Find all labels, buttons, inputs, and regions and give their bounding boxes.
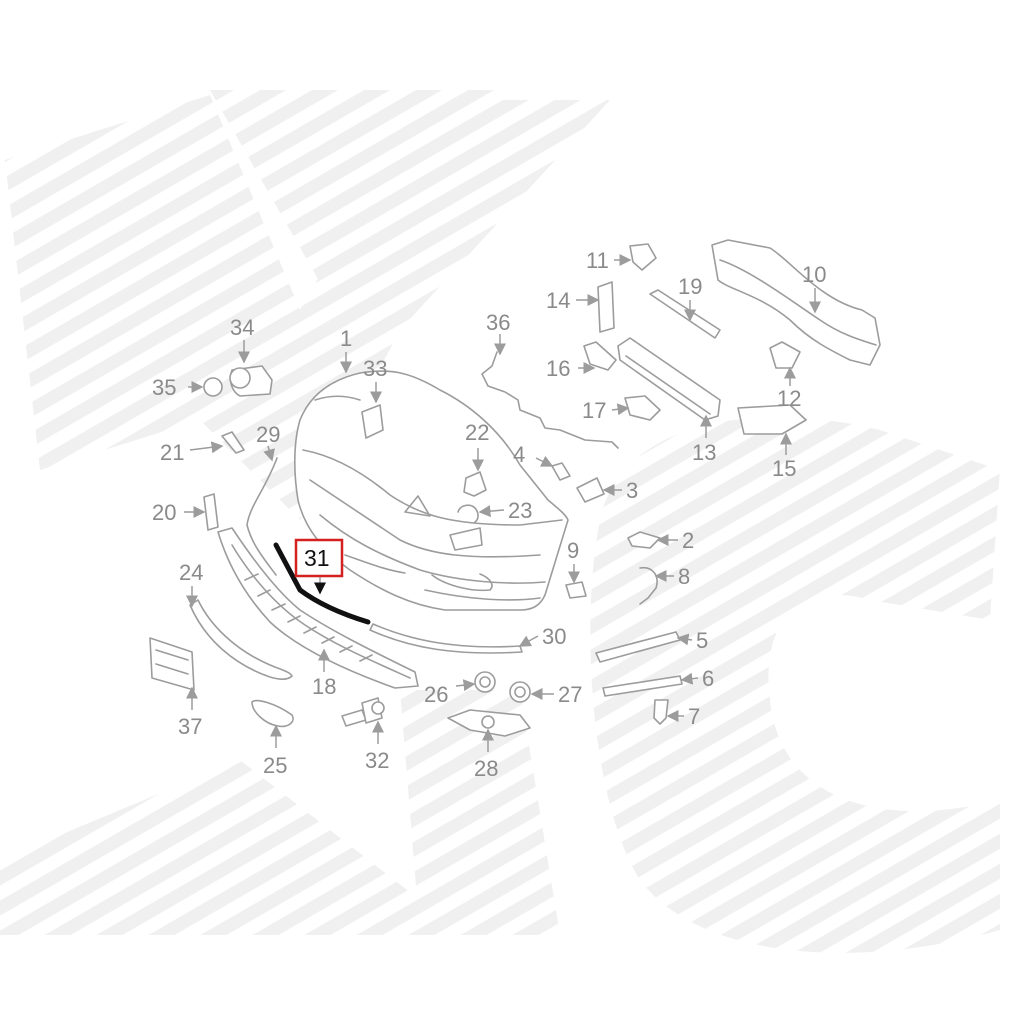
fastener-4 bbox=[551, 462, 571, 481]
callout-4: 4 bbox=[513, 442, 525, 467]
callout-34: 34 bbox=[230, 315, 254, 340]
callout-19: 19 bbox=[678, 274, 702, 299]
callout-10: 10 bbox=[802, 262, 826, 287]
callouts: 1 2 3 4 5 6 7 8 9 10 11 12 13 14 15 16 1… bbox=[152, 248, 826, 781]
clip-23 bbox=[457, 504, 479, 523]
license-bracket bbox=[149, 637, 195, 691]
parts bbox=[149, 239, 881, 737]
reflector-20 bbox=[203, 493, 219, 531]
callout-3: 3 bbox=[626, 478, 638, 503]
watermark bbox=[0, 90, 1000, 953]
bracket-3 bbox=[576, 477, 605, 503]
callout-1: 1 bbox=[340, 326, 352, 351]
bracket-11 bbox=[629, 243, 657, 271]
callout-20: 20 bbox=[152, 500, 176, 525]
callout-7: 7 bbox=[688, 704, 700, 729]
callout-24: 24 bbox=[179, 560, 203, 585]
watermark-shape bbox=[400, 690, 560, 935]
bracket-14 bbox=[597, 281, 615, 333]
fog-housing-28 bbox=[447, 709, 531, 737]
callout-37: 37 bbox=[178, 714, 202, 739]
callout-13: 13 bbox=[692, 440, 716, 465]
callout-2: 2 bbox=[682, 528, 694, 553]
clip-9 bbox=[565, 581, 587, 599]
bracket-17 bbox=[624, 395, 661, 421]
watermark-shape bbox=[0, 760, 420, 935]
callout-9: 9 bbox=[567, 538, 579, 563]
callout-31: 31 bbox=[304, 545, 330, 571]
fog-lamp-26 bbox=[474, 671, 496, 693]
bolt-7 bbox=[653, 699, 669, 725]
callout-15: 15 bbox=[772, 456, 796, 481]
callout-16: 16 bbox=[546, 356, 570, 381]
wiring-harness bbox=[481, 351, 619, 449]
callout-23: 23 bbox=[508, 498, 532, 523]
lower-grille bbox=[217, 527, 419, 689]
highlighted-part bbox=[273, 542, 371, 625]
fastener-2 bbox=[627, 531, 661, 549]
watermark-shape bbox=[5, 95, 610, 520]
fog-cover bbox=[251, 699, 294, 728]
bumper-cover bbox=[294, 370, 569, 611]
callout-27: 27 bbox=[558, 682, 582, 707]
leaders bbox=[184, 254, 821, 752]
callout-12: 12 bbox=[777, 386, 801, 411]
bolt bbox=[341, 697, 385, 727]
callout-11: 11 bbox=[586, 248, 609, 273]
bracket-16 bbox=[583, 341, 617, 371]
callout-35: 35 bbox=[152, 375, 176, 400]
callout-36: 36 bbox=[486, 310, 510, 335]
callout-14: 14 bbox=[546, 288, 570, 313]
lower-trim-strip bbox=[369, 623, 523, 654]
bracket-12 bbox=[769, 341, 801, 369]
callout-5: 5 bbox=[696, 628, 708, 653]
bracket-15 bbox=[737, 404, 807, 435]
callout-21: 21 bbox=[160, 440, 184, 465]
bracket-33 bbox=[361, 404, 384, 439]
callout-18: 18 bbox=[312, 674, 336, 699]
callout-33: 33 bbox=[363, 356, 387, 381]
callout-6: 6 bbox=[702, 666, 714, 691]
callout-22: 22 bbox=[465, 420, 489, 445]
trim-strip bbox=[246, 457, 278, 576]
callout-29: 29 bbox=[256, 422, 280, 447]
watermark-shape bbox=[210, 90, 500, 300]
grille-trim bbox=[189, 599, 293, 680]
callout-26: 26 bbox=[424, 682, 448, 707]
callout-32: 32 bbox=[365, 748, 389, 773]
clip-21 bbox=[221, 431, 245, 454]
highlight-box bbox=[294, 538, 344, 578]
reinforcement-bar bbox=[711, 239, 881, 366]
callout-28: 28 bbox=[474, 756, 498, 781]
callout-8: 8 bbox=[678, 564, 690, 589]
callout-30: 30 bbox=[542, 624, 566, 649]
bracket-22 bbox=[463, 471, 487, 497]
energy-absorber bbox=[617, 337, 721, 421]
callout-17: 17 bbox=[582, 398, 606, 423]
fog-lamp-27 bbox=[509, 681, 531, 703]
watermark-shape bbox=[590, 417, 1000, 953]
callout-25: 25 bbox=[263, 753, 287, 778]
parking-sensor bbox=[203, 365, 273, 397]
